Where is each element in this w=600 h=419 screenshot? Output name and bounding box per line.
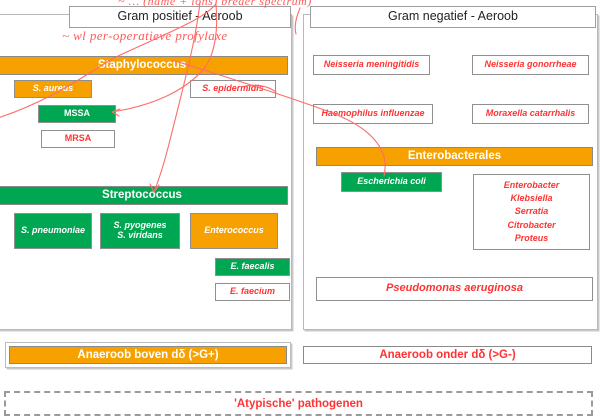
- s-viridans-label: S. viridans: [117, 230, 163, 240]
- neisseria-gonorrheae-label: Neisseria gonorrheae: [484, 59, 577, 70]
- genus-proteus: Proteus: [514, 232, 549, 243]
- e-faecium-label: E. faecium: [229, 286, 276, 297]
- pseudomonas-aeruginosa-label: Pseudomonas aeruginosa: [386, 282, 523, 295]
- genus-serratia: Serratia: [514, 206, 549, 217]
- s-pneumoniae-chip: S. pneumoniae: [14, 213, 92, 249]
- genus-citrobacter: Citrobacter: [507, 219, 556, 230]
- s-aureus-label: S. aureus: [32, 83, 74, 94]
- staphylococcus-band-label: Staphylococcus: [97, 59, 187, 72]
- s-aureus-chip: S. aureus: [14, 80, 92, 98]
- s-epidermidis-chip: S. epidermidis: [190, 80, 276, 98]
- mrsa-chip: MRSA: [41, 130, 115, 148]
- enterococcus-chip: Enterococcus: [190, 213, 278, 249]
- gram-negative-header: Gram negatief - Aeroob: [310, 6, 596, 28]
- s-pneumoniae-label: S. pneumoniae: [20, 225, 85, 236]
- e-faecium-chip: E. faecium: [215, 283, 290, 301]
- moraxella-catarrhalis-label: Moraxella catarrhalis: [485, 108, 576, 119]
- moraxella-catarrhalis-chip: Moraxella catarrhalis: [472, 104, 589, 124]
- pseudomonas-aeruginosa-chip: Pseudomonas aeruginosa: [316, 277, 593, 301]
- anaerobe-above-label: Anaeroob boven dδ (>G+): [77, 348, 219, 361]
- escherichia-coli-label: Escherichia coli: [357, 176, 426, 187]
- mssa-chip: MSSA: [38, 105, 116, 123]
- escherichia-coli-chip: Escherichia coli: [341, 172, 442, 192]
- enterobacterales-band: Enterobacterales: [316, 147, 593, 166]
- neisseria-meningitidis-chip: Neisseria meningitidis: [313, 55, 430, 75]
- gram-positive-header-label: Gram positief - Aeroob: [117, 9, 243, 24]
- enterobacterales-genera-list: Enterobacter Klebsiella Serratia Citroba…: [473, 174, 590, 250]
- e-faecalis-chip: E. faecalis: [215, 258, 290, 276]
- enterobacterales-band-label: Enterobacterales: [407, 150, 502, 163]
- mssa-label: MSSA: [63, 108, 90, 119]
- staphylococcus-band: Staphylococcus: [0, 56, 288, 75]
- atypical-pathogens-box: 'Atypische' pathogenen: [4, 391, 593, 416]
- s-pyogenes-viridans-chip: S. pyogenes S. viridans: [100, 213, 180, 249]
- anaerobe-below-label: Anaeroob onder dδ (>G-): [379, 348, 516, 361]
- anaerobe-above-bar: Anaeroob boven dδ (>G+): [9, 346, 287, 364]
- enterococcus-label: Enterococcus: [204, 225, 264, 236]
- genus-enterobacter: Enterobacter: [503, 180, 560, 191]
- gram-positive-header: Gram positief - Aeroob: [69, 6, 291, 28]
- e-faecalis-label: E. faecalis: [230, 261, 275, 272]
- atypical-pathogens-label: 'Atypische' pathogenen: [234, 397, 363, 410]
- haemophilus-influenzae-chip: Haemophilus influenzae: [313, 104, 433, 124]
- neisseria-meningitidis-label: Neisseria meningitidis: [323, 59, 420, 70]
- neisseria-gonorrheae-chip: Neisseria gonorrheae: [472, 55, 589, 75]
- mrsa-label: MRSA: [64, 133, 92, 144]
- streptococcus-band-label: Streptococcus: [102, 189, 182, 202]
- anaerobe-below-bar: Anaeroob onder dδ (>G-): [303, 346, 592, 364]
- gram-negative-header-label: Gram negatief - Aeroob: [388, 9, 518, 24]
- genus-klebsiella: Klebsiella: [510, 193, 553, 204]
- s-pyogenes-label: S. pyogenes: [113, 220, 167, 231]
- streptococcus-band: Streptococcus: [0, 186, 288, 205]
- s-epidermidis-label: S. epidermidis: [202, 83, 264, 94]
- haemophilus-influenzae-label: Haemophilus influenzae: [321, 108, 425, 119]
